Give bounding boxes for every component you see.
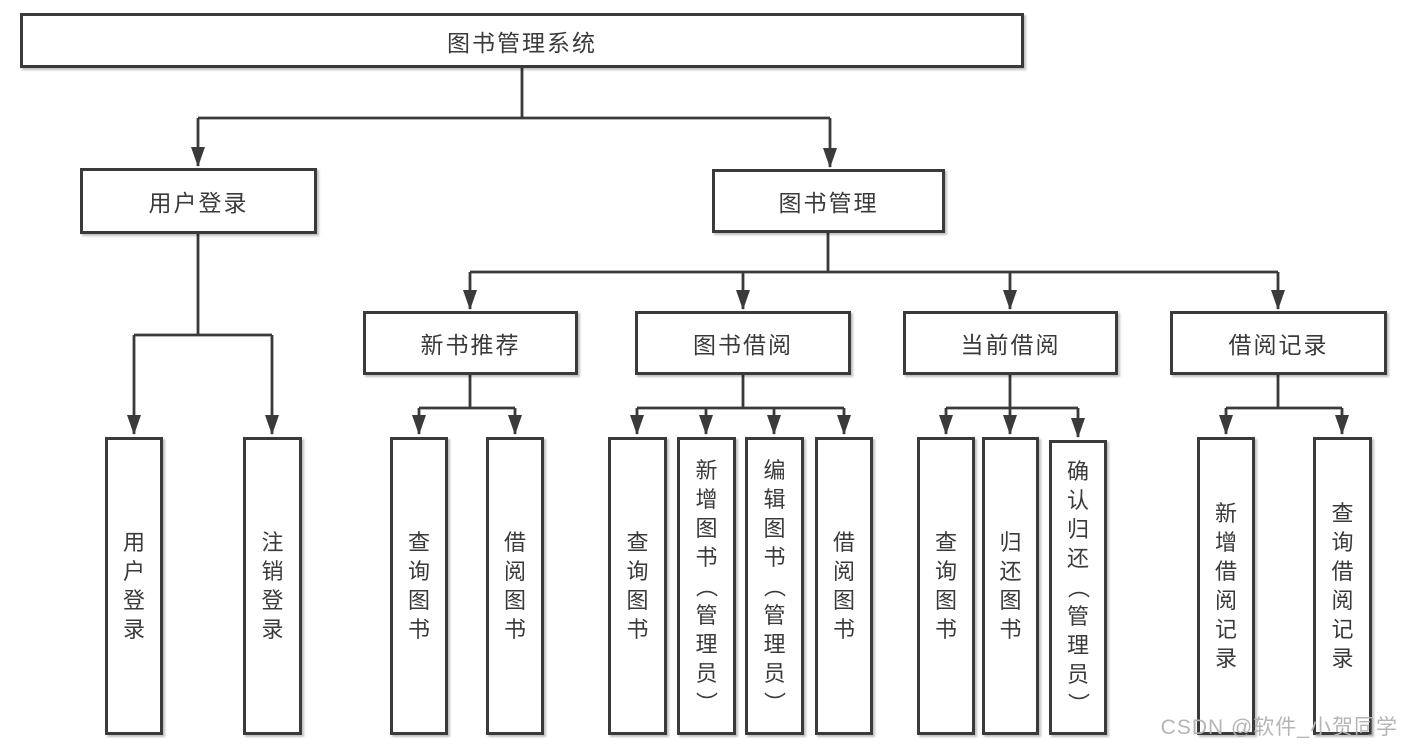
node-label: 注销登录 bbox=[261, 530, 284, 642]
node-new-book-recommend: 新书推荐 bbox=[363, 311, 578, 375]
leaf-borrow-books-2: 借阅图书 bbox=[815, 437, 873, 735]
node-label: 新增图书（管理员） bbox=[693, 457, 719, 714]
node-label: 新增借阅记录 bbox=[1214, 501, 1237, 671]
node-label: 查询图书 bbox=[407, 530, 430, 642]
leaf-logout-login: 注销登录 bbox=[243, 437, 302, 735]
node-label: 确认归还（管理员） bbox=[1065, 459, 1091, 715]
node-label: 借阅图书 bbox=[832, 530, 855, 642]
node-book-management: 图书管理 bbox=[712, 169, 945, 233]
node-borrow-records: 借阅记录 bbox=[1170, 311, 1387, 375]
leaf-borrow-books-1: 借阅图书 bbox=[486, 437, 544, 735]
leaf-edit-books-admin: 编辑图书（管理员） bbox=[745, 437, 804, 735]
leaf-user-login: 用户登录 bbox=[105, 437, 163, 735]
node-label: 当前借阅 bbox=[960, 332, 1061, 358]
leaf-query-books-1: 查询图书 bbox=[390, 437, 448, 735]
node-label: 新书推荐 bbox=[420, 332, 521, 358]
leaf-return-books: 归还图书 bbox=[982, 437, 1039, 735]
csdn-watermark: CSDN @软件_小贺同学 bbox=[1160, 716, 1398, 739]
node-label: 归还图书 bbox=[999, 530, 1022, 642]
node-label: 编辑图书（管理员） bbox=[761, 457, 787, 714]
node-book-borrow: 图书借阅 bbox=[635, 311, 851, 375]
node-label: 图书管理系统 bbox=[447, 29, 597, 56]
node-label: 用户登录 bbox=[122, 530, 145, 642]
leaf-query-books-3: 查询图书 bbox=[917, 437, 975, 735]
node-label: 查询图书 bbox=[934, 530, 957, 642]
leaf-add-borrow-record: 新增借阅记录 bbox=[1197, 437, 1255, 735]
node-library-management-system: 图书管理系统 bbox=[20, 13, 1024, 68]
node-user-login: 用户登录 bbox=[80, 168, 317, 234]
node-label: 查询借阅记录 bbox=[1331, 501, 1354, 671]
leaf-add-books-admin: 新增图书（管理员） bbox=[677, 437, 736, 735]
node-current-borrow: 当前借阅 bbox=[903, 311, 1118, 375]
leaf-query-books-2: 查询图书 bbox=[608, 437, 667, 735]
node-label: 图书借阅 bbox=[693, 332, 793, 358]
leaf-query-borrow-record: 查询借阅记录 bbox=[1313, 437, 1372, 735]
node-label: 借阅图书 bbox=[503, 530, 526, 642]
node-label: 借阅记录 bbox=[1228, 332, 1329, 358]
node-label: 图书管理 bbox=[778, 190, 879, 216]
leaf-confirm-return-admin: 确认归还（管理员） bbox=[1049, 440, 1107, 735]
node-label: 用户登录 bbox=[148, 190, 249, 216]
node-label: 查询图书 bbox=[626, 530, 649, 642]
